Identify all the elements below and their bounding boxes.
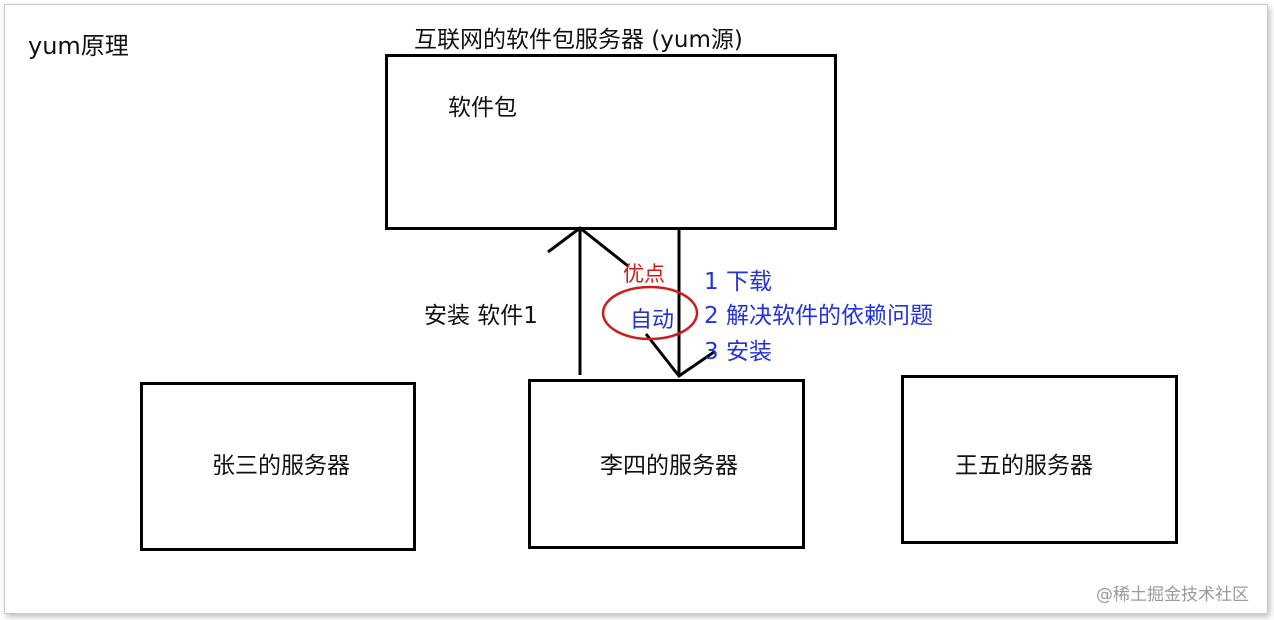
package-label: 软件包 (448, 95, 517, 121)
zhangsan-server-label: 张三的服务器 (212, 453, 350, 479)
auto-highlight-circle (601, 285, 699, 341)
download-arrow-head (644, 333, 715, 379)
step-download: 1 下载 (704, 269, 772, 295)
repo-server-title: 互联网的软件包服务器 (yum源) (414, 27, 743, 53)
diagram-title: yum原理 (28, 32, 129, 60)
auto-label: 自动 (630, 308, 675, 333)
zhangsan-server-box (140, 382, 416, 551)
install-label: 安装 软件1 (424, 303, 538, 329)
advantage-label: 优点 (623, 262, 665, 286)
wangwu-server-box (901, 375, 1178, 544)
watermark: @稀土掘金技术社区 (1096, 585, 1249, 605)
step-install: 3 安装 (704, 339, 772, 365)
step-resolve-deps: 2 解决软件的依赖问题 (704, 303, 933, 329)
repo-server-box (385, 54, 837, 230)
diagram-frame (4, 4, 1268, 614)
lisi-server-box (528, 379, 805, 549)
install-arrow-head (547, 226, 629, 268)
lisi-server-label: 李四的服务器 (600, 453, 738, 479)
wangwu-server-label: 王五的服务器 (955, 453, 1093, 479)
